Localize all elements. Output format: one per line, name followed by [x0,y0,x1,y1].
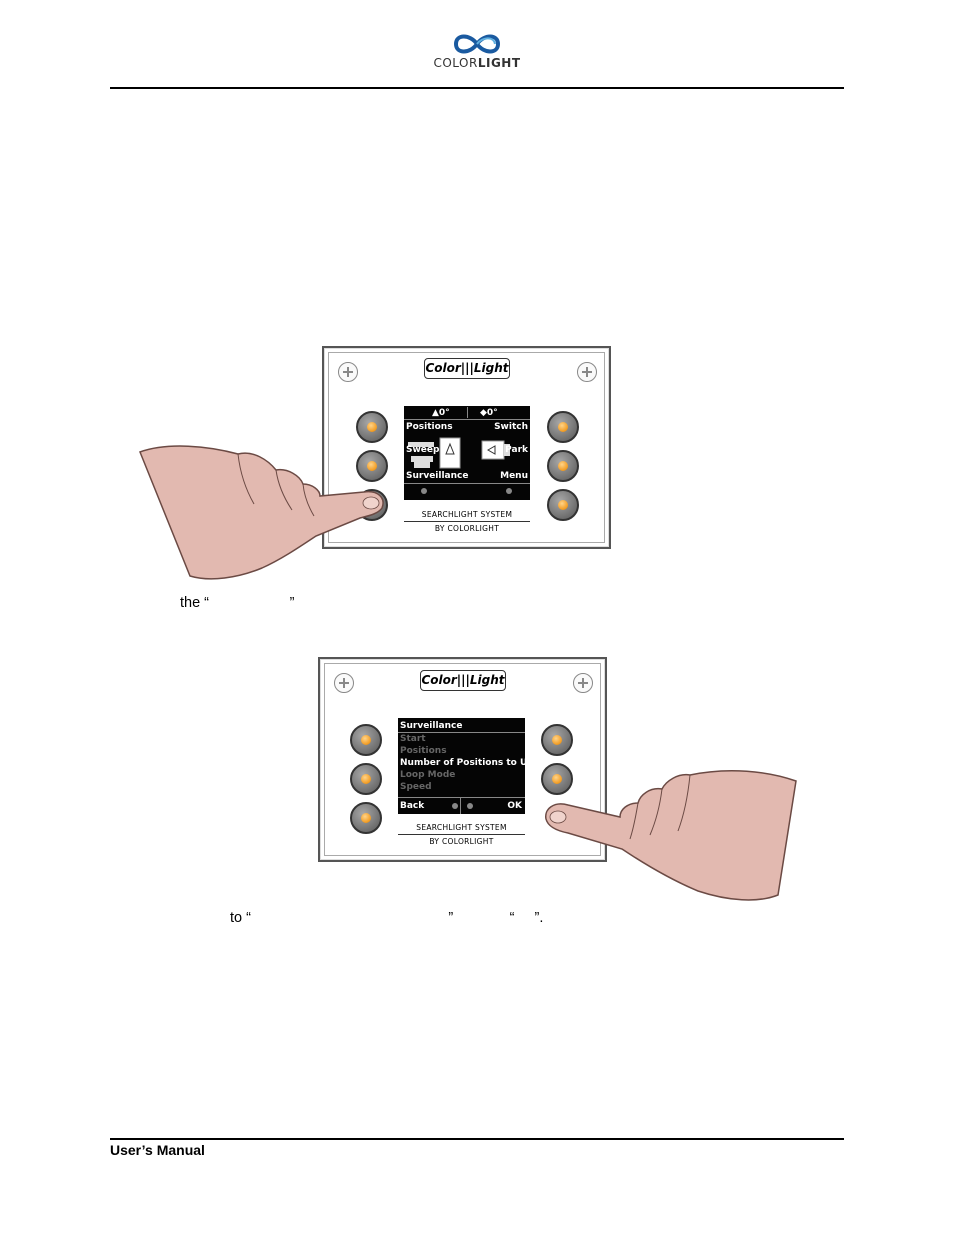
right-top-button[interactable] [541,724,573,756]
left-top-button[interactable] [356,411,388,443]
left-bottom-button[interactable] [350,802,382,834]
surveillance-label: Surveillance [406,471,469,481]
menu-item-positions[interactable]: Positions [400,746,447,756]
panel-footer-line1: SEARCHLIGHT SYSTEM [421,510,513,519]
sweep-label: Sweep [406,445,440,455]
back-label: Back [400,801,425,811]
control-panel-home: Color|||Light ▲0° ◆0° Positions Switch S… [322,346,611,549]
right-top-button[interactable] [547,411,579,443]
orange-led-icon [558,422,568,432]
step-caption-2: to “ ” “ ”. [230,910,544,926]
display-screen: ▲0° ◆0° Positions Switch Sweep Park Surv… [404,406,530,500]
orange-led-icon [361,735,371,745]
right-bottom-button[interactable] [547,489,579,521]
left-bottom-button[interactable] [356,489,388,521]
colorlight-badge: Color|||Light [424,358,510,379]
left-middle-button[interactable] [356,450,388,482]
colorlight-badge: Color|||Light [420,670,506,691]
header-rule [110,87,844,89]
indicator-dot [421,488,427,494]
left-middle-button[interactable] [350,763,382,795]
orange-led-icon [552,774,562,784]
panel-footer-line2: BY COLORLIGHT [429,837,494,846]
park-label: Park [505,445,528,455]
orange-led-icon [558,461,568,471]
positions-label: Positions [406,422,453,432]
searchlight-sweep-icon [408,437,461,469]
indicator-dot [452,803,458,809]
orange-led-icon [361,813,371,823]
pan-angle-readout: ▲0° [432,408,450,418]
colorlight-logo: COLORLIGHT [420,30,534,74]
display-screen: Surveillance Start Positions Number of P… [398,718,539,814]
orange-led-icon [367,461,377,471]
panel-divider [404,521,530,522]
orange-led-icon [552,735,562,745]
control-panel-surveillance-menu: Color|||Light Surveillance Start Positio… [318,657,607,862]
step-caption-1: the “ ” [180,595,295,611]
right-middle-button[interactable] [541,763,573,795]
menu-item-loop-mode[interactable]: Loop Mode [400,770,456,780]
indicator-dot [467,803,473,809]
orange-led-icon [558,500,568,510]
switch-label: Switch [494,422,528,432]
screw-icon [573,673,593,693]
orange-led-icon [367,422,377,432]
footer-rule [110,1138,844,1140]
menu-label: Menu [500,471,528,481]
tilt-angle-readout: ◆0° [480,408,498,418]
screw-icon [338,362,358,382]
menu-item-start[interactable]: Start [400,734,426,744]
infinity-logo-icon [453,34,501,54]
screw-icon [334,673,354,693]
footer-label: User’s Manual [110,1142,205,1158]
searchlight-park-icon [481,440,510,460]
menu-item-speed[interactable]: Speed [400,782,432,792]
menu-title: Surveillance [400,721,463,731]
left-top-button[interactable] [350,724,382,756]
indicator-dot [506,488,512,494]
screw-icon [577,362,597,382]
ok-label: OK [507,801,522,811]
logo-wordmark: COLORLIGHT [433,56,521,70]
orange-led-icon [367,500,377,510]
panel-footer-line2: BY COLORLIGHT [434,524,500,533]
right-middle-button[interactable] [547,450,579,482]
menu-item-number-of-positions[interactable]: Number of Positions to Use [400,758,539,768]
panel-footer-line1: SEARCHLIGHT SYSTEM [416,823,507,832]
panel-divider [398,834,525,835]
orange-led-icon [361,774,371,784]
